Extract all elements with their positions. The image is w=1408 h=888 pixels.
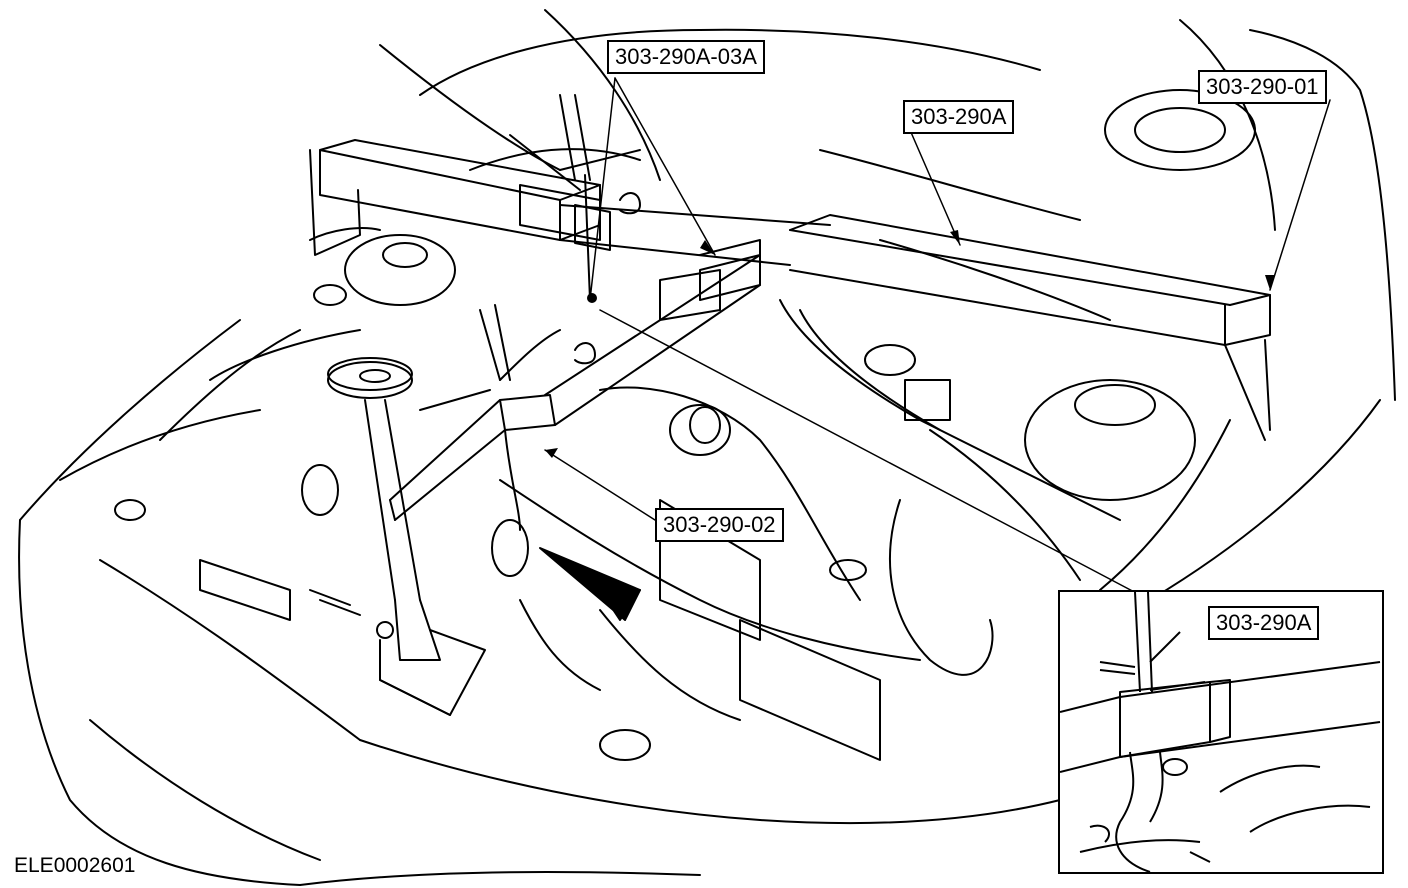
vehicle-body-outline — [18, 9, 1396, 886]
engine-components — [114, 89, 1256, 761]
callout-303-290-02: 303-290-02 — [655, 508, 784, 542]
callout-303-290-01: 303-290-01 — [1198, 70, 1327, 104]
callout-303-290a-03a: 303-290A-03A — [607, 40, 765, 74]
inset-detail-drawing — [1059, 591, 1381, 873]
leader-lines — [544, 77, 1331, 671]
detail-inset — [1058, 590, 1384, 874]
callout-303-290a: 303-290A — [903, 100, 1015, 134]
direction-arrow-icon — [539, 547, 641, 621]
figure-id: ELE0002601 — [14, 854, 136, 877]
inset-callout-303-290a: 303-290A — [1208, 606, 1320, 640]
